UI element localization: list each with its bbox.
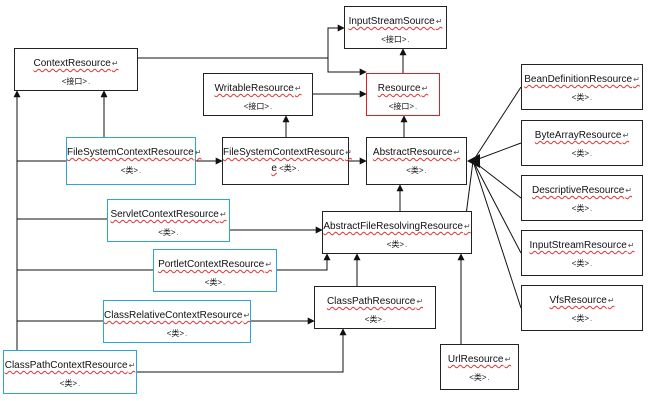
node-stereotype: <类> [323,239,471,250]
node-stereotype: <类> [522,92,642,103]
node-input-stream-source[interactable]: InputStreamSource <接口> [344,6,447,49]
node-resource[interactable]: Resource <接口> [366,73,440,116]
node-name: FileSystemContextResourc [223,147,348,158]
node-descriptive-resource[interactable]: DescriptiveResource <类> [521,175,643,221]
edge-classpath-context-to-classpath [137,328,347,373]
node-vfs-resource[interactable]: VfsResource <类> [521,285,643,331]
node-stereotype: <类> [522,313,642,324]
node-bean-definition-resource[interactable]: BeanDefinitionResource <类> [521,64,643,110]
node-name: Resource [367,83,439,94]
node-input-stream-resource[interactable]: InputStreamResource <类> [521,230,643,276]
node-name: DescriptiveResource [522,185,642,196]
edge-portlet-to-afr [277,253,331,271]
edge-context-resource-to-resource [138,57,367,76]
node-stereotype: <类> [522,203,642,214]
edge-fan-3 [472,160,522,254]
node-stereotype: <接口> [15,76,137,87]
node-servlet-context-resource[interactable]: ServletContextResource <类> [107,199,230,242]
node-name: InputStreamResource [522,240,642,251]
node-name: AbstractFileResolvingResource [323,221,471,232]
node-filesystem-context-resource[interactable]: FileSystemContextResource <类> [66,137,196,185]
node-name: ContextResource [15,58,137,69]
node-name: VfsResource [522,295,642,306]
node-class-path-resource[interactable]: ClassPathResource <类> [314,286,436,329]
edge-fan-2 [472,160,522,199]
fan-arrowhead [467,154,480,168]
node-stereotype: <类> [4,378,136,389]
node-abstract-resource[interactable]: AbstractResource <类> [366,137,467,185]
node-stereotype: <类> [104,328,250,339]
edge-to-input-stream-source [327,24,345,58]
node-name: ClassPathContextResource [4,360,136,371]
node-url-resource[interactable]: UrlResource <类> [440,344,519,390]
node-name: BeanDefinitionResource [522,74,642,85]
node-name: FileSystemContextResource [67,147,195,158]
node-name: ByteArrayResource [522,130,642,141]
node-name: WritableResource [204,83,312,94]
node-writable-resource[interactable]: WritableResource <接口> [203,73,313,116]
node-name-tail: e [271,163,277,174]
node-name: InputStreamSource [345,16,446,27]
edge-fan-0 [472,86,522,162]
edge-fan-1 [472,142,522,162]
node-stereotype: <类> [522,258,642,269]
node-stereotype: <类> [367,165,466,176]
node-stereotype-text: <类> [279,164,297,173]
node-name: UrlResource [441,354,518,365]
node-stereotype: <类> [108,227,229,238]
node-byte-array-resource[interactable]: ByteArrayResource <类> [521,120,643,166]
node-stereotype: <类> [154,277,276,288]
node-stereotype: <接口> [367,101,439,112]
node-name: PortletContextResource [154,259,276,270]
node-class-relative-context-resource[interactable]: ClassRelativeContextResource <类> [103,300,251,343]
edge-fan-4 [472,160,522,309]
node-portlet-context-resource[interactable]: PortletContextResource <类> [153,249,277,292]
node-stereotype: <类> [441,372,518,383]
node-name: ClassPathResource [315,296,435,307]
node-stereotype: e <类> [223,163,348,174]
node-stereotype: <类> [67,165,195,176]
node-filesystem-context-resource-class[interactable]: FileSystemContextResourc e <类> [222,137,349,185]
node-name: ServletContextResource [108,209,229,220]
node-name: AbstractResource [367,147,466,158]
node-stereotype: <类> [522,148,642,159]
node-stereotype: <接口> [345,34,446,45]
node-class-path-context-resource[interactable]: ClassPathContextResource <类> [3,350,137,394]
node-stereotype: <接口> [204,101,312,112]
node-abstract-file-resolving-resource[interactable]: AbstractFileResolvingResource <类> [322,211,472,254]
node-name: ClassRelativeContextResource [104,310,250,321]
node-stereotype: <类> [315,314,435,325]
node-context-resource[interactable]: ContextResource <接口> [14,48,138,91]
